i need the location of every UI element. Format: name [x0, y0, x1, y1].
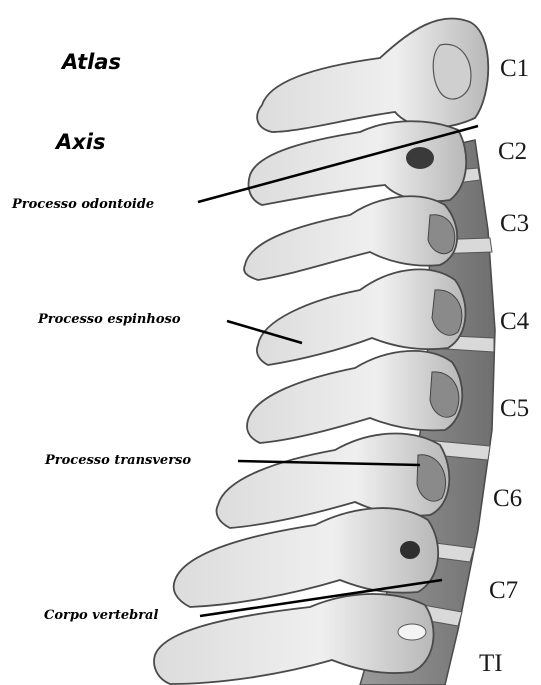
vertebra-c2 — [249, 121, 467, 205]
level-label-c6: C6 — [493, 485, 522, 513]
vertebra-c3 — [244, 196, 457, 280]
spinous-process-label: Processo espinhoso — [38, 312, 181, 327]
level-label-c5: C5 — [500, 395, 529, 423]
level-label-c4: C4 — [500, 308, 529, 336]
level-label-c1: C1 — [500, 55, 529, 83]
atlas-label: Atlas — [62, 50, 121, 74]
odontoid-process-label: Processo odontoide — [12, 197, 154, 212]
vertebral-body-label: Corpo vertebral — [44, 608, 158, 623]
vertebra-c1 — [257, 18, 488, 132]
level-label-t1: TI — [479, 650, 503, 678]
axis-label: Axis — [56, 130, 106, 154]
level-label-c2: C2 — [498, 138, 527, 166]
level-label-c3: C3 — [500, 210, 529, 238]
level-label-c7: C7 — [489, 577, 518, 605]
vertebra-c5 — [247, 351, 462, 443]
vertebra-c7 — [174, 508, 438, 607]
transverse-process-label: Processo transverso — [45, 453, 191, 468]
